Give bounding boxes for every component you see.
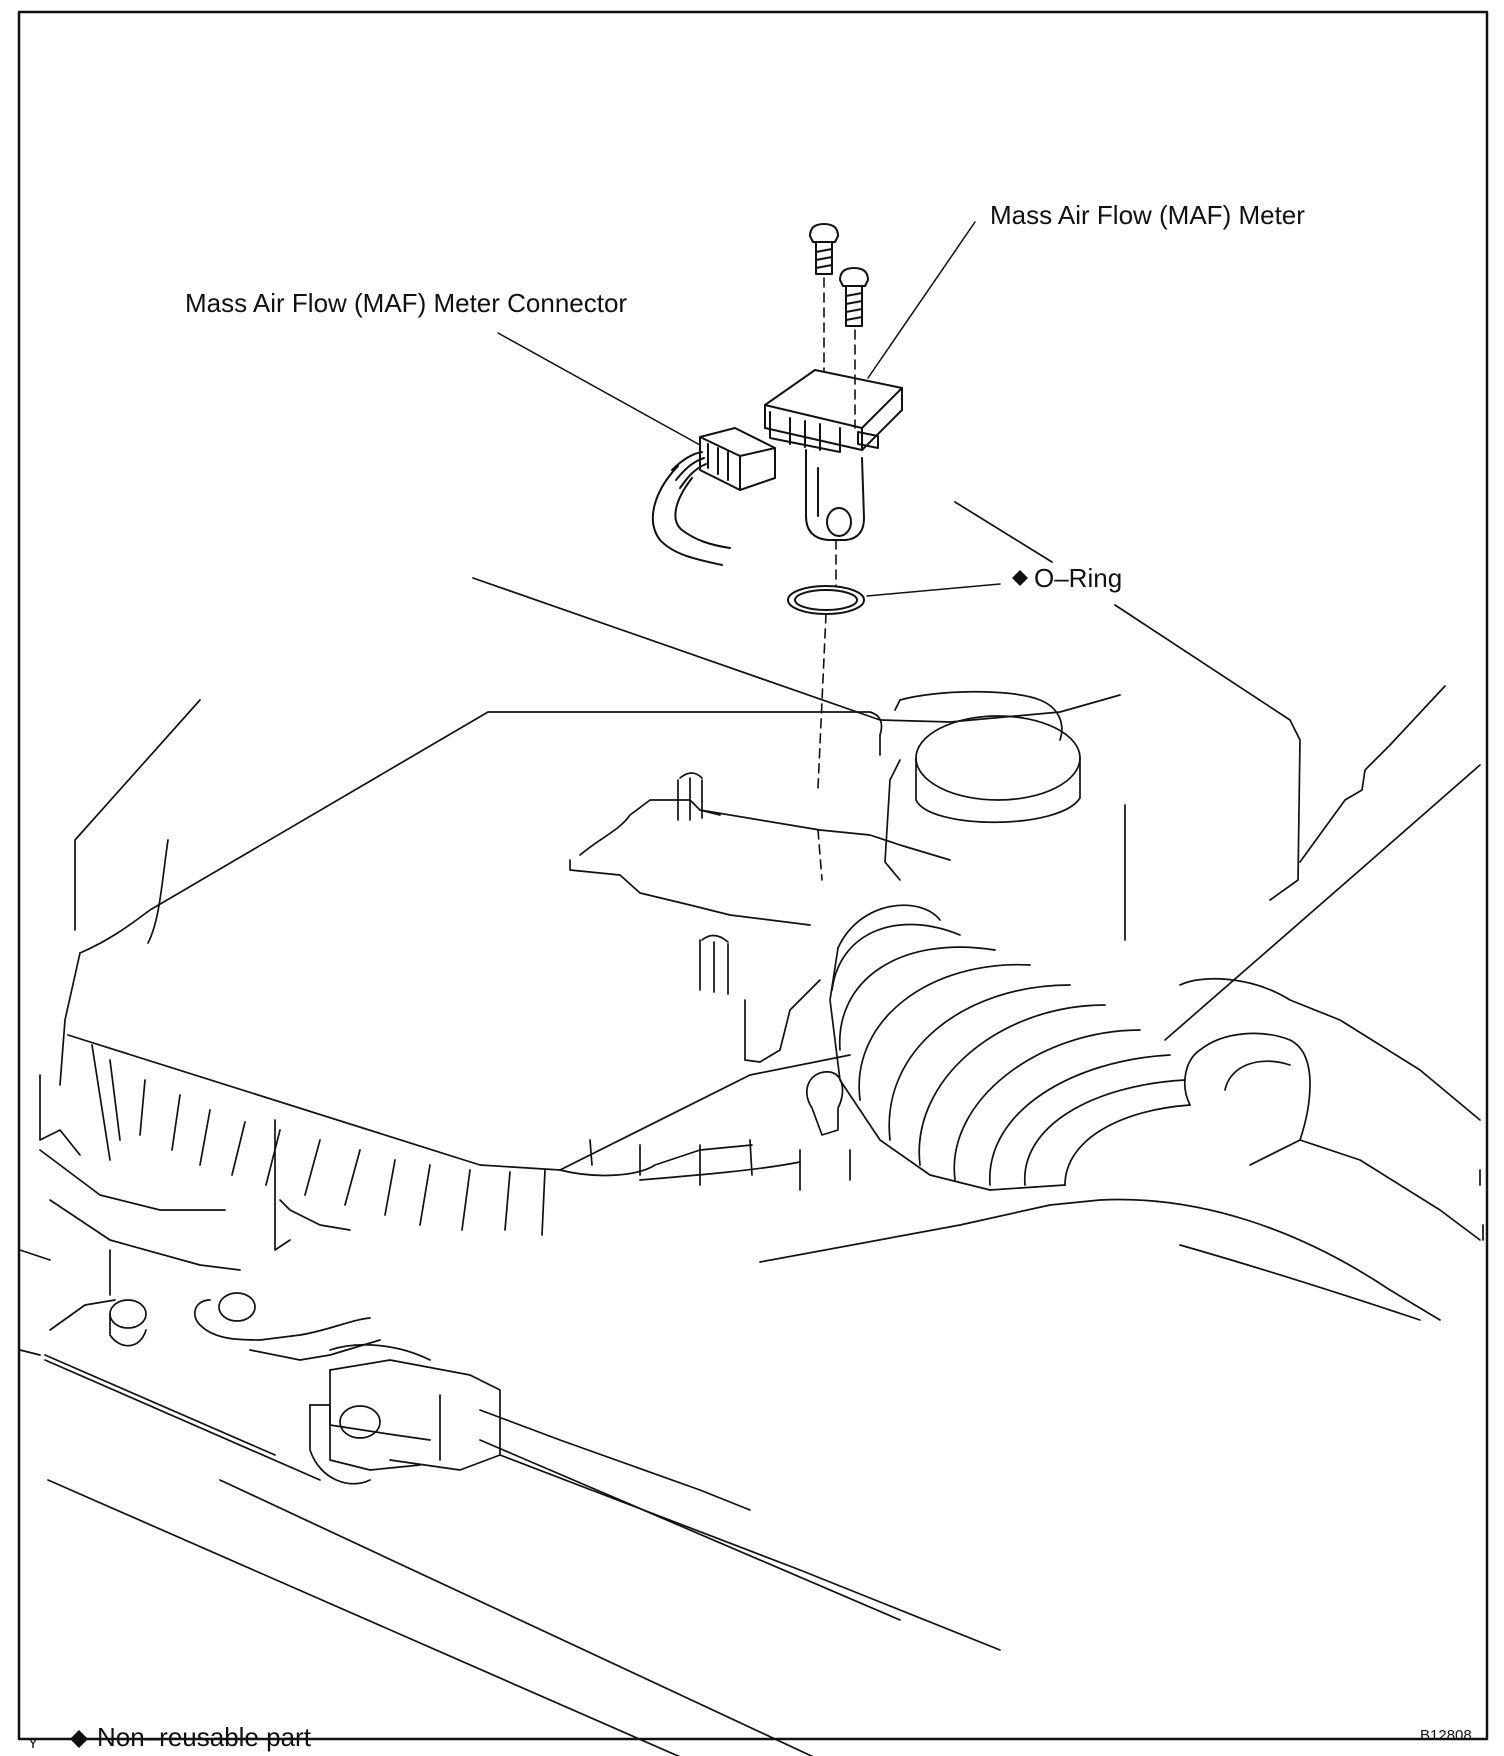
o-ring: [787, 585, 865, 615]
leader-lines: [497, 221, 1001, 597]
diamond-icon: [70, 1730, 88, 1748]
diamond-icon: [1012, 570, 1028, 586]
maf-meter-connector: [651, 427, 776, 566]
o-ring-label: O–Ring: [1034, 563, 1123, 593]
engine-compartment-outline: [19, 501, 1484, 1756]
maf-meter-label: Mass Air Flow (MAF) Meter: [990, 200, 1305, 230]
frame-border: [17, 10, 1489, 1741]
bolt: [839, 267, 869, 327]
maf-meter: [764, 369, 903, 541]
assembly-guide-lines: [817, 277, 856, 881]
maf-meter-connector-label: Mass Air Flow (MAF) Meter Connector: [185, 288, 628, 318]
figure-id: B12808: [1420, 1727, 1472, 1744]
legend-label: Non–reusable part: [97, 1722, 311, 1752]
bolt: [809, 223, 839, 275]
corner-mark: Y: [28, 1735, 39, 1752]
